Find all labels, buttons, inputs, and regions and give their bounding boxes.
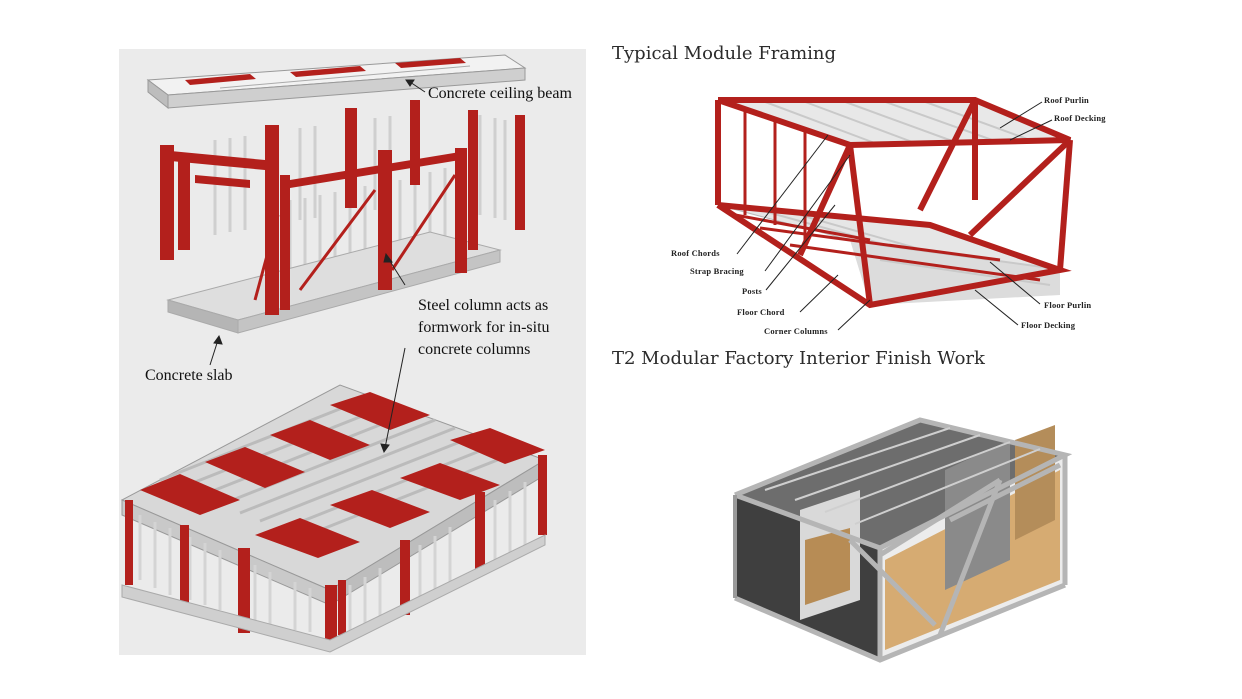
interior-finish-module (733, 417, 1073, 663)
label-strap-bracing: Strap Bracing (690, 266, 744, 276)
label-steel-column-line1: Steel column acts as (418, 297, 549, 314)
label-posts: Posts (742, 286, 762, 296)
label-steel-column-line3: concrete columns (418, 341, 531, 358)
module-framing-diagram (715, 97, 1073, 309)
label-corner-columns: Corner Columns (764, 326, 828, 336)
framing-leader-lines (736, 101, 1053, 331)
label-roof-chords: Roof Chords (671, 248, 720, 258)
concrete-ceiling-slab (146, 54, 527, 110)
label-concrete-ceiling-beam: Concrete ceiling beam (428, 85, 572, 102)
label-floor-chord: Floor Chord (737, 307, 785, 317)
label-floor-decking: Floor Decking (1021, 320, 1076, 330)
label-floor-purlin: Floor Purlin (1044, 300, 1092, 310)
steel-wall-frames (160, 100, 525, 334)
assembled-modules (120, 384, 547, 653)
framing-diagram-title: Typical Module Framing (612, 43, 837, 64)
interior-section-title: T2 Modular Factory Interior Finish Work (612, 348, 985, 369)
label-roof-purlin: Roof Purlin (1044, 95, 1089, 105)
label-steel-column-line2: formwork for in-situ (418, 319, 550, 336)
left-leader-arrows (209, 79, 426, 454)
label-concrete-slab: Concrete slab (145, 367, 233, 384)
label-roof-decking: Roof Decking (1054, 113, 1106, 123)
